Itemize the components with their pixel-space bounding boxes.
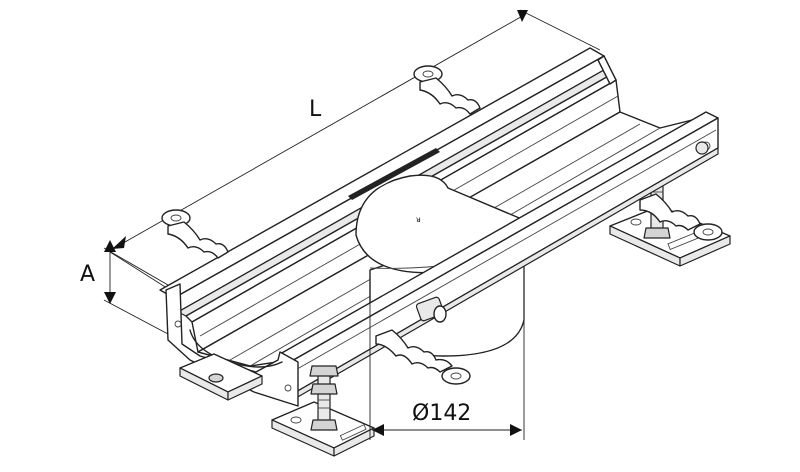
dimension-line-length xyxy=(117,13,527,247)
fixing-lug-front-right xyxy=(639,193,723,241)
arrowhead-diameter-right xyxy=(510,424,522,436)
foot-plate-back-right xyxy=(609,205,731,267)
dimension-length: L xyxy=(109,9,601,291)
fixing-lug-back-top xyxy=(413,65,481,115)
diameter-label: Ø142 xyxy=(412,401,471,426)
arrowhead-diameter-left xyxy=(372,424,384,436)
outlet-side-knob xyxy=(415,296,447,323)
extension-line-bottom xyxy=(103,299,169,335)
arrowhead-length-end xyxy=(517,10,528,22)
arrowhead-height-bottom xyxy=(104,292,116,304)
fixing-lug-back-left xyxy=(161,209,229,259)
arrowhead-height-top xyxy=(104,240,116,252)
extension-line-left xyxy=(109,251,171,291)
bowl-marking: ᴚ xyxy=(416,215,421,224)
arrowhead-length-start xyxy=(112,236,126,249)
dimension-height: A xyxy=(80,240,169,335)
slot-grate xyxy=(348,148,440,200)
foot-plate-front-under xyxy=(179,353,263,401)
rail-bolt xyxy=(695,141,709,155)
extension-line-right xyxy=(519,9,601,51)
foot-spindle-front-left xyxy=(309,365,339,431)
slot-strip xyxy=(348,148,441,203)
fixing-lug-front-bottom xyxy=(375,329,471,385)
extension-line-top xyxy=(103,247,169,286)
height-label: A xyxy=(80,262,95,287)
dimension-diameter: Ø142 xyxy=(369,270,525,440)
channel-front-wall xyxy=(279,111,719,399)
length-label: L xyxy=(309,97,322,122)
